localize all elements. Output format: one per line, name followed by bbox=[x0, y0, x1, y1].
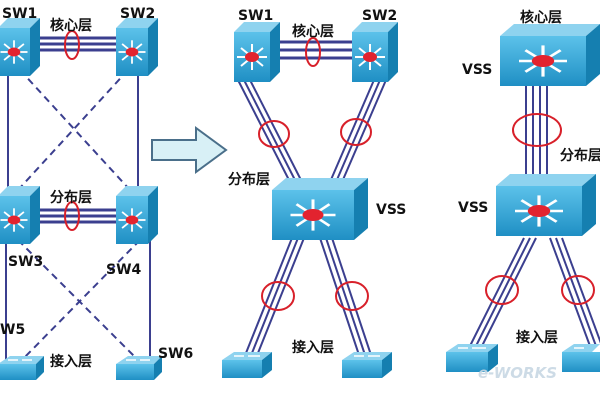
label-core-layer: 核心层 bbox=[292, 23, 334, 40]
access-switch-sw5 bbox=[0, 356, 44, 380]
label-vss: VSS bbox=[376, 202, 406, 218]
switch-sw2 bbox=[352, 22, 398, 82]
switch-sw3 bbox=[0, 186, 40, 244]
label-core-layer: 核心层 bbox=[520, 9, 562, 26]
link-bundle-ring-downlink-right bbox=[335, 281, 369, 311]
label-vss-bottom: VSS bbox=[458, 200, 488, 216]
diagram-middle: SW1 SW2 核心层 分布层 VSS 接入层 bbox=[222, 8, 406, 378]
link-bundle-ring-uplink-right bbox=[340, 118, 372, 146]
transition-arrow bbox=[151, 126, 228, 174]
label-sw2: SW2 bbox=[362, 8, 397, 24]
label-sw2: SW2 bbox=[120, 6, 155, 22]
link-bundle-ring-uplink-left bbox=[258, 120, 290, 148]
label-sw3: SW3 bbox=[8, 254, 43, 270]
link-bundle-ring-core bbox=[305, 37, 321, 67]
access-switch-right bbox=[342, 352, 392, 378]
label-access-layer: 接入层 bbox=[50, 353, 92, 370]
label-sw1: SW1 bbox=[238, 8, 273, 24]
switch-sw1 bbox=[0, 18, 40, 76]
access-switch-left bbox=[446, 344, 498, 372]
diagram-right: 核心层 VSS 分布层 VSS 接入层 e-WORKS bbox=[446, 9, 600, 382]
links-left bbox=[5, 36, 151, 362]
link-bundle-ring-vss-link bbox=[512, 113, 562, 147]
switch-vss bbox=[272, 178, 368, 240]
switch-vss-core bbox=[500, 24, 600, 86]
label-access-layer: 接入层 bbox=[516, 329, 558, 346]
label-sw4: SW4 bbox=[106, 262, 142, 278]
label-distribution-layer: 分布层 bbox=[228, 171, 270, 188]
dashed-links-left bbox=[17, 69, 141, 363]
label-core-layer: 核心层 bbox=[50, 17, 92, 34]
access-switch-sw6 bbox=[116, 356, 162, 380]
switch-vss-distribution bbox=[496, 174, 596, 236]
switch-sw1 bbox=[234, 22, 280, 82]
link-bundle-ring-downlink-left bbox=[485, 275, 519, 305]
link-bundle-ring-downlink-right bbox=[561, 275, 595, 305]
label-distribution-layer: 分布层 bbox=[50, 189, 92, 206]
access-switch-left bbox=[222, 352, 272, 378]
link-bundle-ring-distribution bbox=[64, 201, 80, 231]
label-distribution-layer: 分布层 bbox=[560, 147, 600, 164]
link-bundle-ring-core bbox=[64, 30, 80, 60]
access-switch-right bbox=[562, 344, 600, 372]
switch-sw4 bbox=[116, 186, 158, 244]
label-access-layer: 接入层 bbox=[292, 339, 334, 356]
links-middle bbox=[237, 40, 387, 359]
label-vss-top: VSS bbox=[462, 62, 492, 78]
watermark-text: e-WORKS bbox=[478, 364, 557, 382]
label-sw5: W5 bbox=[0, 322, 25, 338]
switch-sw2 bbox=[116, 18, 158, 76]
diagram-left: SW1 SW2 核心层 分布层 SW3 SW4 W5 接入层 SW6 bbox=[0, 6, 193, 380]
link-bundle-ring-downlink-left bbox=[261, 281, 295, 311]
label-sw6: SW6 bbox=[158, 346, 193, 362]
label-sw1: SW1 bbox=[2, 6, 37, 22]
links-right bbox=[469, 84, 600, 347]
